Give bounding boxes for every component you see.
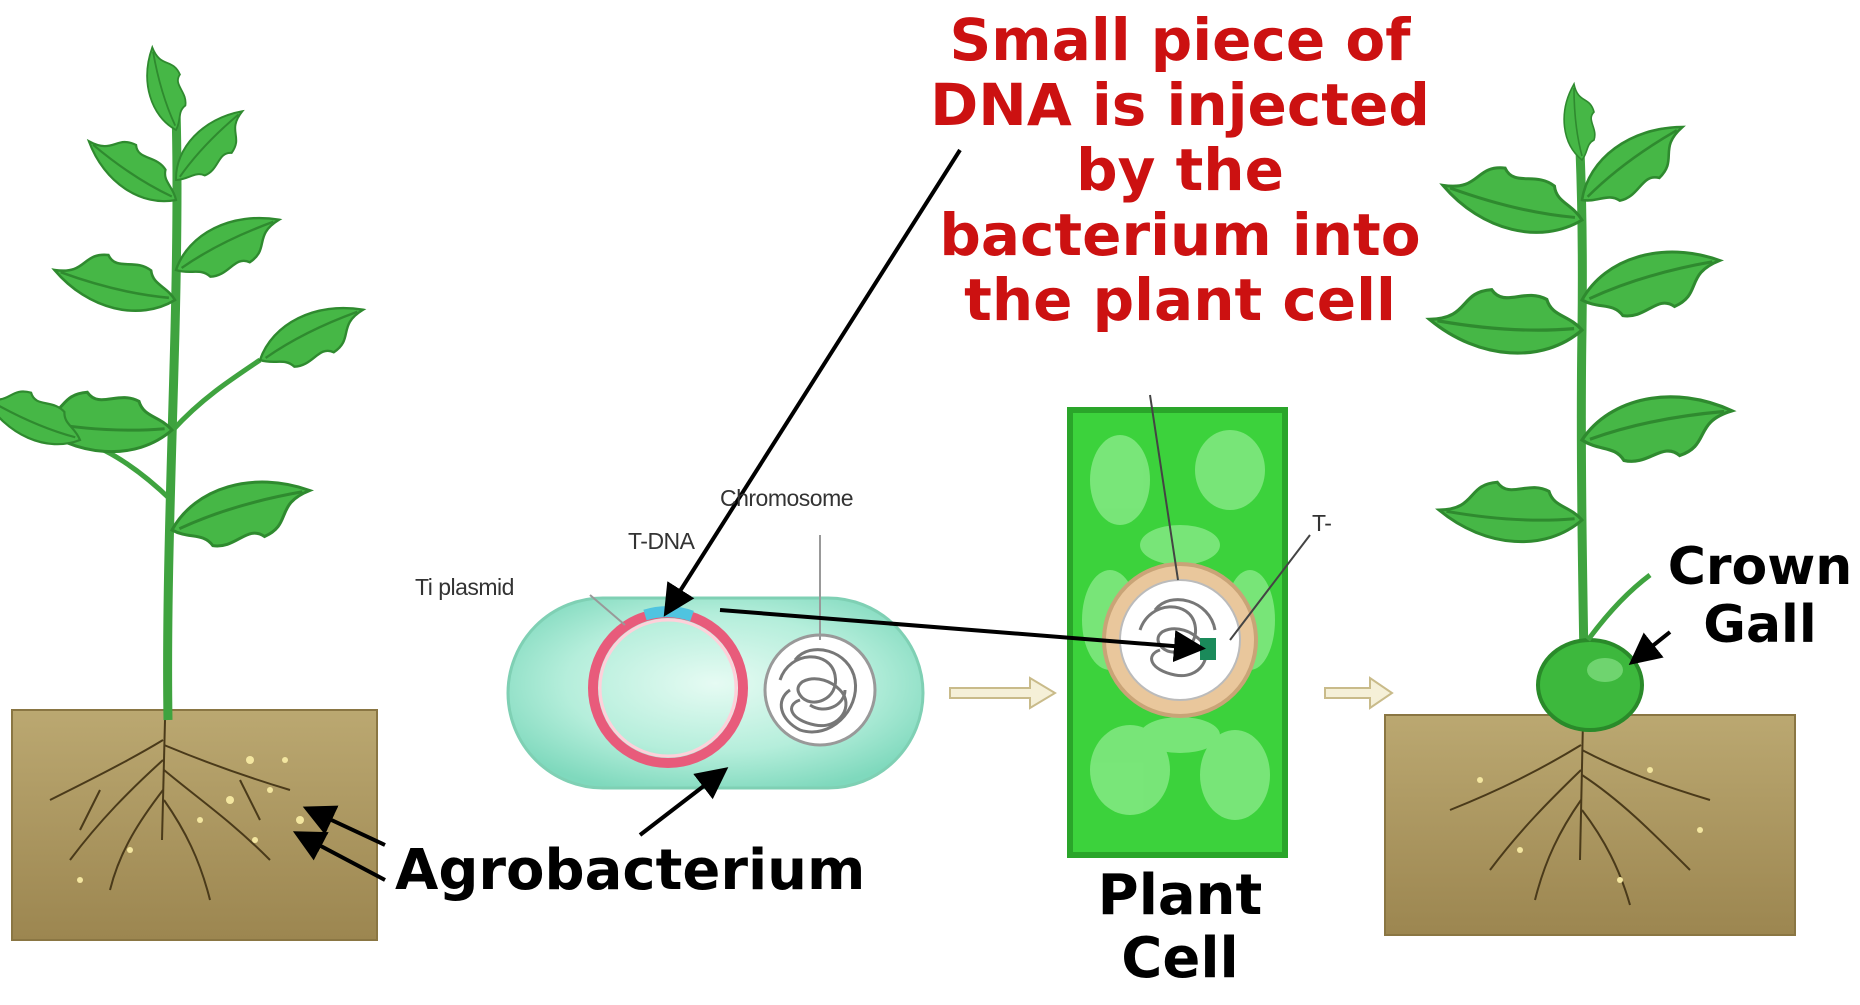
t-dna-label: T-DNA	[628, 528, 695, 555]
crown-gall-label-line-1: Crown	[1660, 538, 1860, 596]
leaves-left	[0, 43, 374, 553]
inserted-t-dna	[1200, 638, 1216, 660]
bacterial-chromosome	[765, 635, 875, 745]
headline-line-3: by the	[900, 138, 1460, 203]
healthy-plant-left	[0, 43, 377, 940]
crown-gall-label: Crown Gall	[1660, 538, 1860, 654]
process-arrow-2	[1325, 678, 1392, 708]
headline-line-4: bacterium into	[900, 203, 1460, 268]
ti-plasmid-label: Ti plasmid	[415, 574, 514, 601]
plant-cell-label-line-2: Cell	[1060, 928, 1300, 991]
plant-cell	[1070, 395, 1310, 855]
agrobacterium-cell	[508, 535, 923, 788]
agrobacterium-label: Agrobacterium	[395, 840, 865, 903]
plant-cell-label: Plant Cell	[1060, 865, 1300, 990]
soil-block-right	[1385, 715, 1795, 935]
soil-block-left	[12, 710, 377, 940]
headline-text: Small piece of DNA is injected by the ba…	[900, 8, 1460, 333]
crown-gall-label-line-2: Gall	[1660, 596, 1860, 654]
headline-line-2: DNA is injected	[900, 73, 1460, 138]
plant-cell-label-line-1: Plant	[1060, 865, 1300, 928]
t-partial-label: T-	[1312, 510, 1331, 537]
process-arrow-1	[950, 678, 1055, 708]
crown-gall-tumor	[1538, 640, 1642, 730]
headline-line-5: the plant cell	[900, 268, 1460, 333]
headline-line-1: Small piece of	[900, 8, 1460, 73]
t-dna-segment	[645, 612, 692, 616]
chromosome-label: Chromosome	[720, 485, 853, 512]
